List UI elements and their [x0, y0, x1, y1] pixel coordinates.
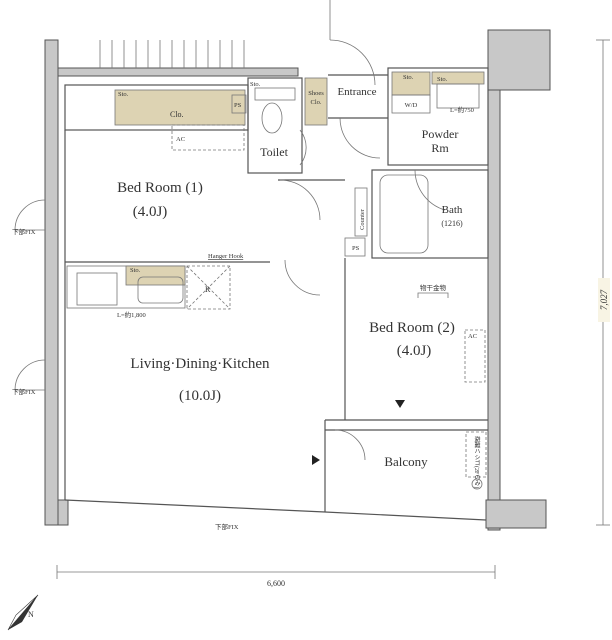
- closet-label: Clo.: [170, 110, 184, 119]
- entrance-label: Entrance: [337, 86, 376, 98]
- ldk-size: (10.0J): [179, 388, 221, 404]
- sto-label-toilet: Sto.: [250, 81, 261, 88]
- compass-icon: N: [7, 594, 39, 631]
- bath-size: (1216): [441, 219, 463, 228]
- depth-dimension-backing: [598, 278, 610, 322]
- bedroom2-size: (4.0J): [397, 343, 432, 359]
- depth-dimension: 7,027: [599, 289, 609, 310]
- entry-marker-icon: [312, 455, 320, 465]
- stove: [76, 272, 118, 306]
- fix-window-label-3: 下部FIX: [215, 522, 239, 531]
- shoes-closet: [304, 77, 328, 126]
- washer-dryer: [391, 94, 431, 114]
- bedroom1-size: (4.0J): [133, 204, 168, 220]
- sto-label-wd: Sto.: [403, 74, 414, 81]
- bath-label: Bath: [442, 204, 463, 216]
- ps-label-2: PS: [352, 245, 360, 252]
- sto-label-kitchen: Sto.: [130, 267, 141, 274]
- toilet-label: Toilet: [260, 145, 288, 159]
- counter: [354, 187, 368, 237]
- compass-north-label: N: [28, 610, 34, 619]
- entry-marker-icon: [395, 400, 405, 408]
- bathtub: [379, 174, 429, 254]
- doors: [14, 0, 446, 461]
- vanity-sink: [436, 83, 480, 109]
- toilet-bowl: [261, 102, 283, 134]
- width-dimension: 6,600: [267, 579, 285, 588]
- powder-label-2: Rm: [431, 141, 449, 155]
- counter-label: Counter: [359, 208, 366, 230]
- escape-ladder-box: [465, 431, 487, 478]
- drying-hardware: [417, 292, 449, 298]
- fridge-label: R: [205, 285, 211, 294]
- wd-label: W/D: [405, 102, 418, 109]
- ps-shaft-2: [344, 237, 366, 257]
- ac-label-1: AC: [176, 136, 185, 143]
- ac-unit-1: [171, 124, 245, 151]
- ac-label-2: AC: [468, 333, 477, 340]
- drying-hardware-label: 物干金物: [420, 283, 447, 292]
- hanger-hook-label: Hanger Hook: [208, 253, 244, 260]
- ps-label-1: PS: [234, 102, 242, 109]
- shoes-label-2: Clo.: [310, 99, 321, 106]
- escape-ladder-label: 避難ハシゴ(2Fのみ): [473, 435, 480, 488]
- powder-label-1: Powder: [422, 127, 459, 141]
- fix-window-label-1: 下部FIX: [12, 227, 36, 236]
- closet: [114, 89, 246, 126]
- ac-unit-2: [464, 329, 486, 383]
- escape-hatch: [471, 478, 483, 490]
- kitchen-sink: [137, 276, 184, 304]
- bedroom2-name: Bed Room (2): [369, 320, 455, 336]
- vanity-length: L=約750: [450, 105, 474, 114]
- balcony-label: Balcony: [384, 454, 428, 469]
- sto-label-vanity: Sto.: [437, 76, 448, 83]
- fix-window-label-2: 下部FIX: [12, 387, 36, 396]
- walls: [44, 29, 551, 531]
- partitions: [64, 67, 489, 512]
- kitchen-storage: [125, 265, 186, 286]
- ldk-name: Living·Dining·Kitchen: [130, 356, 270, 372]
- toilet-tank: [254, 87, 296, 101]
- sto-label-closet: Sto.: [118, 91, 129, 98]
- refrigerator-space: [186, 265, 231, 310]
- kitchen-length: L=約1,800: [117, 310, 146, 319]
- shoes-label-1: Shoes: [308, 90, 324, 97]
- railing: [99, 40, 245, 68]
- bedroom1-name: Bed Room (1): [117, 180, 203, 196]
- ps-shaft-1: [231, 94, 247, 114]
